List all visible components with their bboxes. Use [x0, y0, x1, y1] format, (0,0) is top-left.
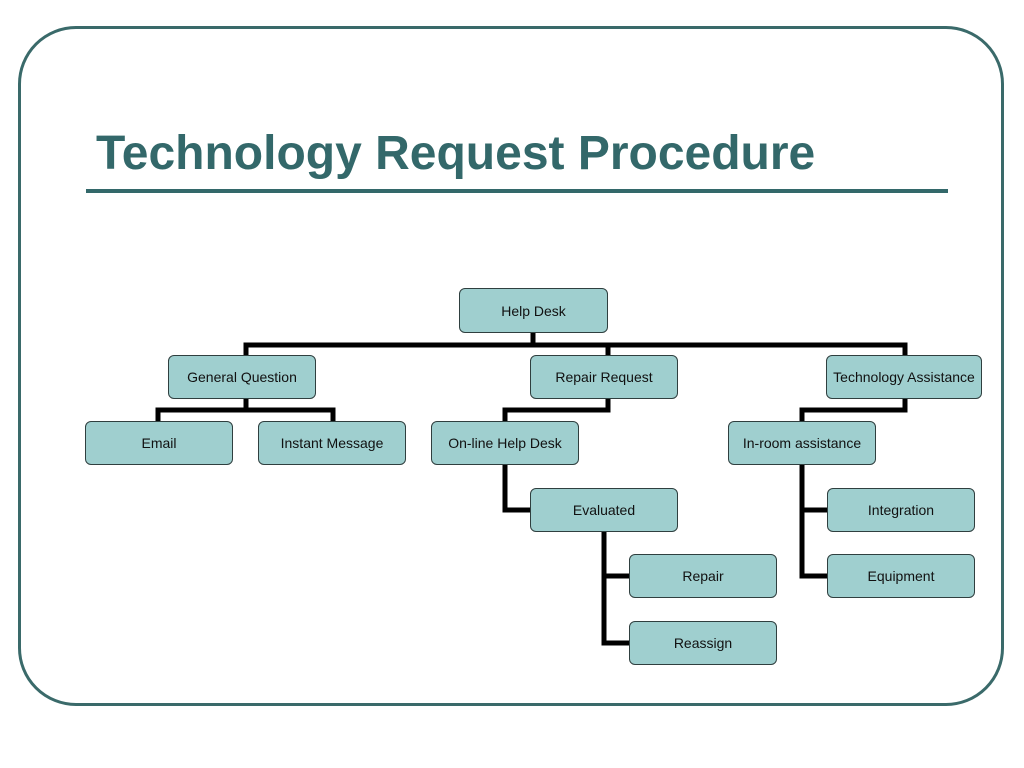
- connector-root-bus: [243, 330, 908, 358]
- node-repair[interactable]: Repair: [629, 554, 777, 598]
- node-reassign[interactable]: Reassign: [629, 621, 777, 665]
- node-integration[interactable]: Integration: [827, 488, 975, 532]
- connector-repair-online: [502, 396, 611, 424]
- node-in-room-assistance[interactable]: In-room assistance: [728, 421, 876, 465]
- slide-title: Technology Request Procedure: [96, 127, 816, 180]
- node-general-question[interactable]: General Question: [168, 355, 316, 399]
- connector-tech-inroom: [799, 396, 908, 424]
- node-technology-assistance[interactable]: Technology Assistance: [826, 355, 982, 399]
- node-online-help-desk[interactable]: On-line Help Desk: [431, 421, 579, 465]
- node-equipment[interactable]: Equipment: [827, 554, 975, 598]
- node-email[interactable]: Email: [85, 421, 233, 465]
- connector-online-evaluated: [502, 462, 533, 513]
- title-underline: [86, 189, 948, 193]
- slide-frame: [18, 26, 1004, 706]
- connector-inroom-children: [799, 462, 830, 579]
- node-evaluated[interactable]: Evaluated: [530, 488, 678, 532]
- node-help-desk[interactable]: Help Desk: [459, 288, 608, 333]
- node-instant-message[interactable]: Instant Message: [258, 421, 406, 465]
- connector-general-children: [155, 396, 336, 424]
- connector-evaluated-outcomes: [601, 529, 632, 646]
- node-repair-request[interactable]: Repair Request: [530, 355, 678, 399]
